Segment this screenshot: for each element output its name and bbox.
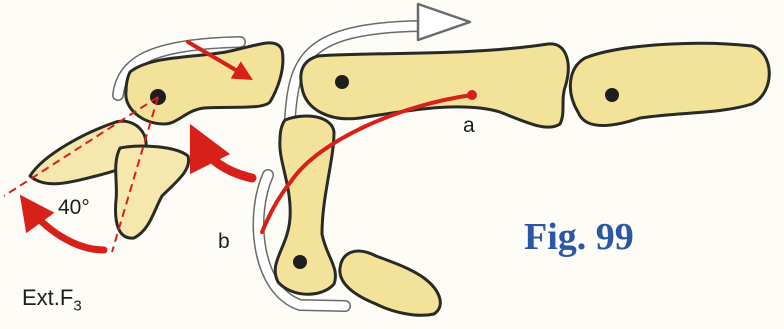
red-curved-arrow-icon xyxy=(198,140,252,178)
angle-label: 40° xyxy=(58,196,90,220)
muscle-name: Ext.F xyxy=(22,285,73,310)
figure-title: Fig. 99 xyxy=(524,215,634,259)
volar-plate-bone xyxy=(340,251,440,315)
muscle-subscript: 3 xyxy=(73,297,81,314)
middle-phalanx-bone xyxy=(275,116,335,294)
proximal-joint-center xyxy=(335,75,349,89)
point-b-label: b xyxy=(218,230,230,254)
muscle-label: Ext.F3 xyxy=(22,285,82,314)
metacarpal-joint-center xyxy=(605,88,619,102)
point-a-label: a xyxy=(463,114,475,138)
white-hollow-arrow-icon xyxy=(418,4,470,40)
middle-joint-center xyxy=(293,255,307,269)
distal-phalanx-lower xyxy=(116,146,189,238)
point-a-marker xyxy=(467,90,477,100)
metacarpal-bone xyxy=(570,43,769,125)
